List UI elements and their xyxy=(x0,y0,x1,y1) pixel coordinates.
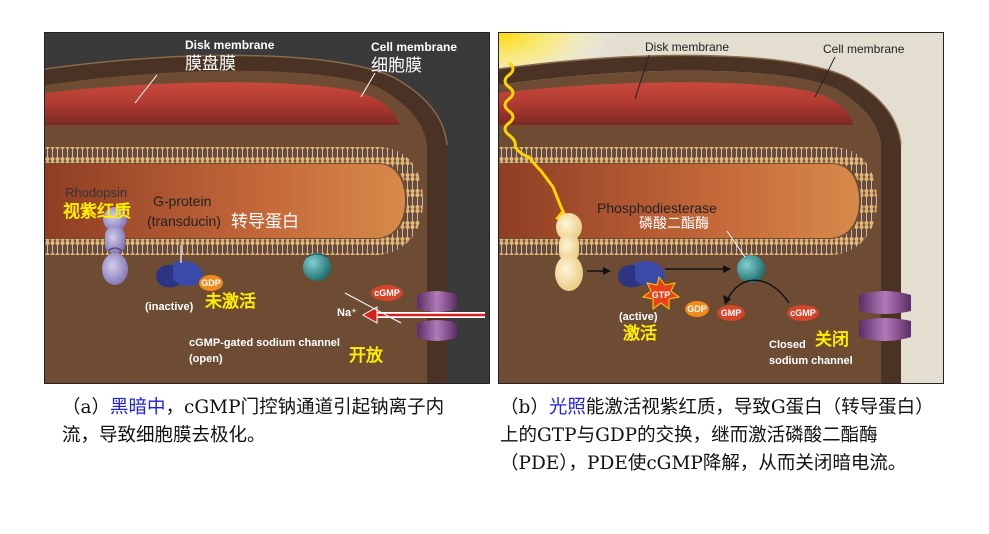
caption-a-prefix: （a） xyxy=(62,397,111,418)
panel-dark: GDP cGMP Disk membrane 膜盘膜 Cell memb xyxy=(44,32,490,384)
sodium-channel-closed xyxy=(859,289,911,341)
cell-membrane-label: Cell membrane xyxy=(823,42,905,56)
active-label: (active) xyxy=(619,311,658,323)
svg-text:GDP: GDP xyxy=(687,304,707,314)
panel-light: GTP GDP GMP cGMP xyxy=(498,32,944,384)
g-protein-active xyxy=(618,261,665,288)
active-label-zh: 激活 xyxy=(623,324,657,344)
closed-label: Closed xyxy=(769,339,806,351)
caption-b-highlight: 光照 xyxy=(548,397,586,418)
caption-b-text: 能激活视紫红质，导致G蛋白（转导蛋白）上的GTP与GDP的交换，继而激活磷酸二酯… xyxy=(500,397,925,474)
svg-text:cGMP: cGMP xyxy=(790,308,816,318)
inactive-label: (inactive) xyxy=(145,301,194,313)
svg-text:cGMP: cGMP xyxy=(374,288,400,298)
disk-membrane-label-zh: 膜盘膜 xyxy=(185,54,236,74)
svg-text:GDP: GDP xyxy=(201,278,221,288)
caption-b-prefix: （b） xyxy=(500,397,549,418)
disk-membrane-label: Disk membrane xyxy=(645,40,730,54)
cell-membrane-label-zh: 细胞膜 xyxy=(371,56,422,76)
svg-text:GTP: GTP xyxy=(652,290,671,300)
closed-label-zh: 关闭 xyxy=(815,330,849,350)
gprotein-label: G-protein xyxy=(153,193,212,209)
gmp-badge: GMP xyxy=(717,305,745,321)
activated-rhodopsin xyxy=(555,213,583,291)
sodium-channel-label: sodium channel xyxy=(769,355,853,367)
transducin-label-zh: 转导蛋白 xyxy=(231,212,299,232)
light-state-diagram: GTP GDP GMP cGMP xyxy=(499,33,943,383)
disk-membrane-label: Disk membrane xyxy=(185,38,275,52)
pde-label-zh: 磷酸二酯酶 xyxy=(639,216,709,232)
open-label-zh: 开放 xyxy=(349,346,383,366)
channel-label: cGMP-gated sodium channel xyxy=(189,337,340,349)
g-protein xyxy=(156,245,203,288)
gtp-starburst: GTP xyxy=(641,275,681,310)
pde-enzyme-active xyxy=(737,255,765,283)
dark-state-diagram: GDP cGMP xyxy=(45,54,485,383)
caption-a-text: ，cGMP门控钠通道引起钠离子内流，导致细胞膜去极化。 xyxy=(62,397,445,446)
caption-light: （b）光照能激活视紫红质，导致G蛋白（转导蛋白）上的GTP与GDP的交换，继而激… xyxy=(500,394,930,478)
sodium-ion-label: Na⁺ xyxy=(337,307,357,319)
channel-open-label: (open) xyxy=(189,353,223,365)
sodium-influx-arrow xyxy=(361,306,485,324)
gdp-badge: GDP xyxy=(685,301,709,317)
cgmp-badge: cGMP xyxy=(787,305,819,321)
pde-label: Phosphodiesterase xyxy=(597,200,717,216)
cell-membrane-label: Cell membrane xyxy=(371,40,458,54)
rhodopsin-protein xyxy=(102,207,128,285)
cgmp-badge: cGMP xyxy=(371,285,403,301)
gdp-badge: GDP xyxy=(199,275,223,291)
rhodopsin-label-zh: 视紫红质 xyxy=(63,202,131,222)
pde-enzyme xyxy=(303,253,331,281)
caption-dark: （a）黑暗中，cGMP门控钠通道引起钠离子内流，导致细胞膜去极化。 xyxy=(62,394,477,450)
inactive-label-zh: 未激活 xyxy=(205,292,256,312)
transducin-label: (transducin) xyxy=(147,213,221,229)
rhodopsin-label: Rhodopsin xyxy=(65,185,128,200)
svg-text:GMP: GMP xyxy=(721,308,742,318)
caption-a-highlight: 黑暗中 xyxy=(110,397,166,418)
